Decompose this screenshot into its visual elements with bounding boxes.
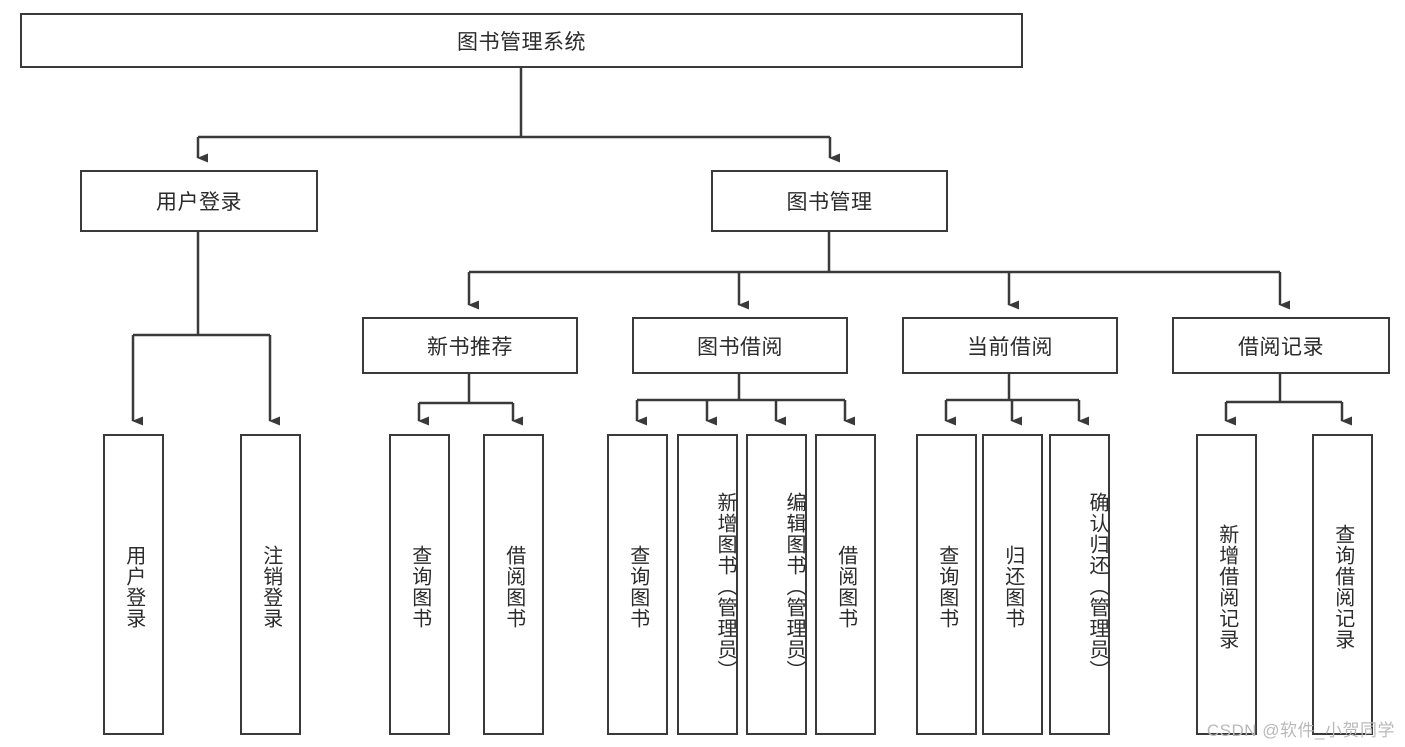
node-label: 查询图书	[626, 544, 649, 629]
node-book-management[interactable]: 图书管理	[711, 170, 948, 232]
node-borrow-records[interactable]: 借阅记录	[1172, 317, 1390, 374]
node-label: 归还图书	[1001, 544, 1024, 629]
node-leaf-borrow-record-add[interactable]: 新增借阅记录	[1196, 434, 1257, 735]
node-leaf-book-borrow-query[interactable]: 查询图书	[607, 434, 668, 735]
node-label: 查询图书	[408, 544, 431, 629]
node-leaf-current-borrow-return[interactable]: 归还图书	[982, 434, 1043, 735]
node-current-borrowing[interactable]: 当前借阅	[902, 317, 1118, 374]
node-user-login[interactable]: 用户登录	[80, 170, 318, 232]
node-label: 查询借阅记录	[1331, 523, 1354, 650]
node-label: 当前借阅	[967, 335, 1053, 359]
node-label: 图书借阅	[697, 335, 783, 359]
node-root-library-management-system[interactable]: 图书管理系统	[20, 13, 1023, 68]
node-label: 注销登录	[259, 544, 282, 629]
node-leaf-borrow-record-query[interactable]: 查询借阅记录	[1312, 434, 1373, 735]
node-leaf-book-borrow-borrow[interactable]: 借阅图书	[815, 434, 876, 735]
node-label: 借阅图书	[834, 544, 857, 629]
node-label: 新书推荐	[427, 335, 513, 359]
node-leaf-new-book-borrow[interactable]: 借阅图书	[483, 434, 544, 735]
node-label: 新增图书（管理员）	[714, 492, 736, 681]
node-label: 编辑图书（管理员）	[783, 492, 805, 681]
node-label: 新增借阅记录	[1215, 523, 1238, 650]
node-leaf-new-book-query[interactable]: 查询图书	[389, 434, 450, 735]
node-book-borrowing[interactable]: 图书借阅	[632, 317, 848, 374]
node-leaf-user-login-signin[interactable]: 用户登录	[103, 434, 164, 735]
node-label: 图书管理	[786, 191, 873, 214]
node-leaf-book-borrow-edit[interactable]: 编辑图书（管理员）	[746, 434, 807, 735]
node-label: 图书管理系统	[457, 30, 586, 54]
node-leaf-current-borrow-query[interactable]: 查询图书	[916, 434, 977, 735]
node-leaf-book-borrow-add[interactable]: 新增图书（管理员）	[677, 434, 738, 735]
node-label: 用户登录	[122, 544, 145, 629]
node-label: 借阅记录	[1238, 335, 1324, 359]
node-label: 查询图书	[935, 544, 958, 629]
node-leaf-user-login-signout[interactable]: 注销登录	[240, 434, 301, 735]
node-new-book-recommendation[interactable]: 新书推荐	[362, 317, 578, 374]
node-label: 用户登录	[156, 191, 242, 214]
node-label: 借阅图书	[502, 544, 525, 629]
node-label: 确认归还（管理员）	[1086, 492, 1108, 681]
node-leaf-current-borrow-confirm-return[interactable]: 确认归还（管理员）	[1049, 434, 1110, 735]
